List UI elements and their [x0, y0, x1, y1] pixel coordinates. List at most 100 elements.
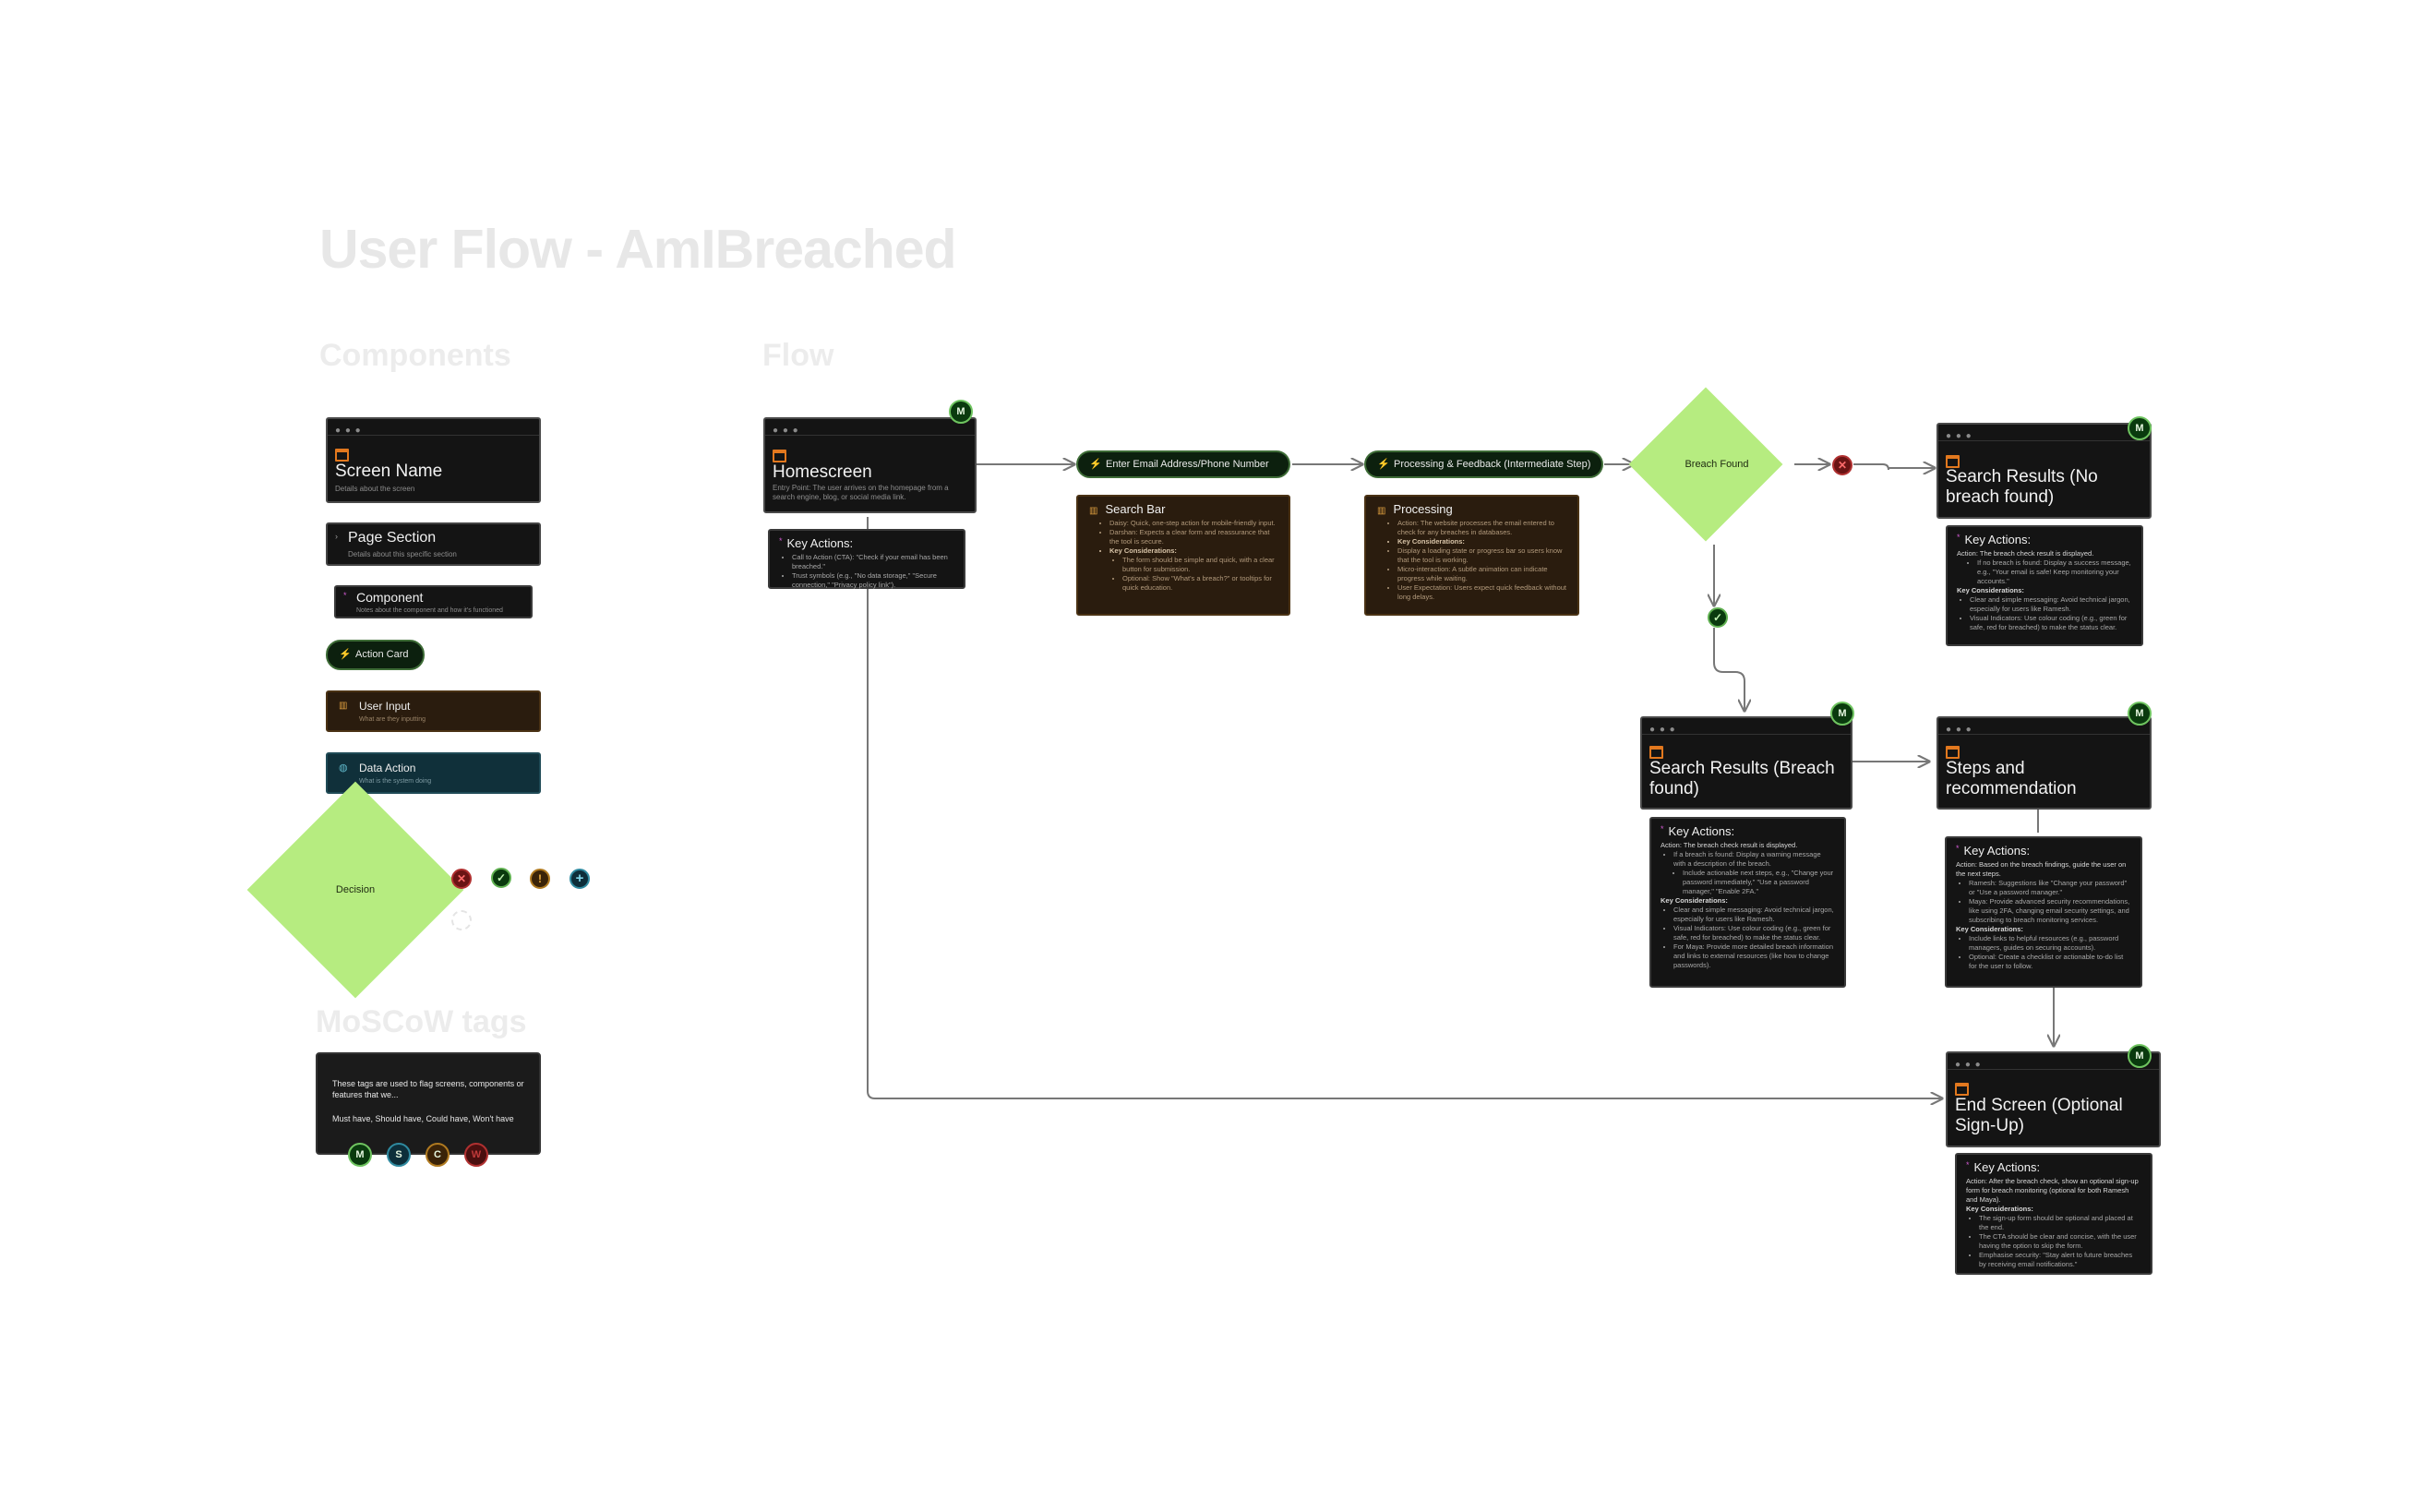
bullet: Include actionable next steps, e.g., "Ch…	[1683, 869, 1835, 896]
legend-section-name: Page Section	[348, 530, 437, 546]
bullet: If a breach is found: Display a warning …	[1673, 850, 1835, 869]
legend-page-section[interactable]: › Page Section Details about this specif…	[326, 522, 541, 566]
must-have-tag: M	[348, 1143, 372, 1167]
considerations-label: Key Considerations:	[1956, 925, 2023, 933]
bullet: Darshan: Expects a clear form and reassu…	[1109, 528, 1277, 546]
legend-data-name: Data Action	[359, 762, 416, 774]
window-dots: ● ● ●	[1955, 1060, 1982, 1070]
legend-component-sub: Notes about the component and how it's f…	[356, 607, 503, 614]
breach-found-must-tag: M	[1830, 702, 1854, 726]
bullet: Visual Indicators: Use colour coding (e.…	[1970, 614, 2132, 632]
legend-user-input[interactable]: ▥ User Input What are they inputting	[326, 690, 541, 732]
add-icon: +	[570, 869, 590, 889]
window-icon	[1955, 1083, 1969, 1096]
window-dots: ● ● ●	[1946, 431, 1972, 441]
page-title: User Flow - AmIBreached	[319, 219, 957, 280]
section-heading: Key Actions:	[1966, 1160, 2141, 1174]
window-dots: ● ● ●	[1649, 725, 1676, 735]
legend-section-sub: Details about this specific section	[348, 550, 457, 558]
window-icon	[1946, 455, 1960, 468]
empty-status-icon	[451, 910, 472, 930]
bolt-icon: ⚡	[1377, 459, 1390, 470]
moscow-heading: MoSCoW tags	[316, 1004, 527, 1039]
bullet: If no breach is found: Display a success…	[1977, 558, 2132, 586]
no-breach-key-actions: Key Actions: Action: The breach check re…	[1946, 525, 2143, 646]
section-marker-icon: ›	[335, 532, 338, 541]
end-screen-must-tag: M	[2128, 1044, 2152, 1068]
breach-success-icon: ✓	[1708, 607, 1728, 628]
component-marker-icon: *	[343, 591, 347, 600]
bullet: Key Considerations:	[1109, 546, 1277, 556]
bullet: Action: The website processes the email …	[1397, 519, 1566, 537]
bullet: For Maya: Provide more detailed breach i…	[1673, 942, 1835, 970]
window-icon	[1649, 746, 1663, 759]
bullet: Ramesh: Suggestions like "Change your pa…	[1969, 879, 2131, 897]
input-heading: Search Bar	[1089, 502, 1277, 516]
end-screen-key-actions: Key Actions: Action: After the breach ch…	[1955, 1153, 2152, 1275]
warning-icon: !	[530, 869, 550, 889]
moscow-note-text-2: Must have, Should have, Could have, Won'…	[332, 1114, 514, 1123]
processing-action[interactable]: ⚡ Processing & Feedback (Intermediate St…	[1364, 450, 1603, 478]
breach-found-key-actions: Key Actions: Action: The breach check re…	[1649, 817, 1846, 988]
action-line: Action: The breach check result is displ…	[1661, 841, 1798, 849]
legend-data-action[interactable]: ◍ Data Action What is the system doing	[326, 752, 541, 794]
bullet: Optional: Create a checklist or actionab…	[1969, 953, 2131, 971]
bullet: Display a loading state or progress bar …	[1397, 546, 1566, 565]
bullet: Emphasise security: "Stay alert to futur…	[1979, 1251, 2141, 1269]
legend-data-sub: What is the system doing	[359, 778, 432, 785]
legend-input-name: User Input	[359, 700, 411, 713]
bullet: Clear and simple messaging: Avoid techni…	[1673, 906, 1835, 924]
no-breach-title: Search Results (No breach found)	[1946, 467, 2098, 507]
action-line: Action: The breach check result is displ…	[1957, 549, 2094, 558]
input-heading: Processing	[1377, 502, 1566, 516]
legend-screen-sub: Details about the screen	[335, 485, 415, 493]
legend-component[interactable]: * Component Notes about the component an…	[334, 585, 533, 618]
breach-found-label: Breach Found	[1685, 459, 1749, 470]
homescreen-screen[interactable]: ● ● ● Homescreen Entry Point: The user a…	[763, 417, 977, 513]
window-icon	[773, 450, 786, 462]
search-bar-input-card: Search Bar Daisy: Quick, one-step action…	[1076, 495, 1290, 616]
considerations-label: Key Considerations:	[1661, 896, 1728, 905]
no-breach-screen[interactable]: ● ● ● Search Results (No breach found)	[1936, 423, 2152, 519]
arrow-to-breach-found	[1713, 628, 1745, 711]
bullet: Key Considerations:	[1397, 537, 1566, 546]
steps-title: Steps and recommendation	[1946, 759, 2077, 798]
legend-input-sub: What are they inputting	[359, 716, 426, 723]
data-icon: ◍	[339, 762, 348, 774]
action-line: Action: Based on the breach findings, gu…	[1956, 860, 2127, 878]
flow-heading: Flow	[762, 338, 834, 373]
window-dots: ● ● ●	[773, 426, 799, 436]
homescreen-key-actions: Key Actions: Call to Action (CTA): "Chec…	[768, 529, 965, 589]
section-heading: Key Actions:	[1957, 533, 2132, 546]
section-heading: Key Actions:	[1661, 824, 1835, 838]
legend-decision-label: Decision	[335, 884, 376, 895]
bullet: Maya: Provide advanced security recommen…	[1969, 897, 2131, 925]
arrow-home-to-end	[867, 589, 1942, 1098]
section-heading: Key Actions:	[779, 536, 954, 550]
fail-icon: ✕	[451, 869, 472, 889]
end-screen[interactable]: ● ● ● End Screen (Optional Sign-Up)	[1946, 1051, 2161, 1147]
breach-found-title: Search Results (Breach found)	[1649, 759, 1835, 798]
breach-found-screen[interactable]: ● ● ● Search Results (Breach found)	[1640, 716, 1852, 810]
bullet: The sign-up form should be optional and …	[1979, 1214, 2141, 1232]
bullet: Micro-interaction: A subtle animation ca…	[1397, 565, 1566, 583]
homescreen-sub: Entry Point: The user arrives on the hom…	[773, 484, 949, 501]
legend-screen-name: Screen Name	[335, 462, 443, 481]
processing-label: Processing & Feedback (Intermediate Step…	[1394, 459, 1591, 470]
legend-screen-card[interactable]: ● ● ● Screen Name Details about the scre…	[326, 417, 541, 503]
legend-action-card[interactable]: ⚡ Action Card	[326, 640, 425, 670]
wont-have-tag: W	[464, 1143, 488, 1167]
enter-email-action[interactable]: ⚡ Enter Email Address/Phone Number	[1076, 450, 1290, 478]
bullet: Clear and simple messaging: Avoid techni…	[1970, 595, 2132, 614]
steps-must-tag: M	[2128, 702, 2152, 726]
arrow-fail-segment	[1853, 463, 1889, 471]
section-heading: Key Actions:	[1956, 844, 2131, 858]
steps-screen[interactable]: ● ● ● Steps and recommendation	[1936, 716, 2152, 810]
no-breach-fail-icon: ✕	[1832, 455, 1852, 475]
end-screen-title: End Screen (Optional Sign-Up)	[1955, 1096, 2123, 1135]
bullet: Call to Action (CTA): "Check if your ema…	[792, 553, 954, 571]
legend-component-name: Component	[356, 590, 424, 605]
input-icon: ▥	[339, 701, 348, 711]
bullet: Trust symbols (e.g., "No data storage," …	[792, 571, 954, 590]
